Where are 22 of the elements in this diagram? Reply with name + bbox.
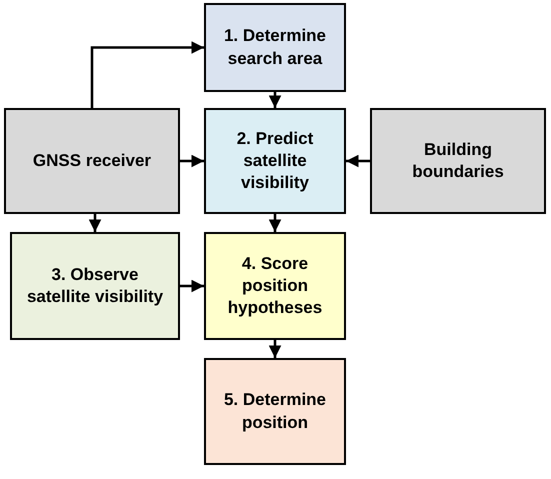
box-label: GNSS receiver (32, 150, 152, 172)
box-label: 2. Predict satellite visibility (236, 128, 314, 194)
box-label: 1. Determine search area (222, 25, 328, 70)
box-label: 4. Score position hypotheses (226, 252, 324, 320)
arrow (346, 154, 370, 168)
arrow (268, 340, 282, 358)
arrow (268, 214, 282, 232)
process-box (204, 358, 346, 465)
arrow (88, 214, 102, 232)
process-box (204, 108, 346, 214)
data-box (370, 108, 546, 214)
process-box (204, 3, 346, 92)
arrow (268, 92, 282, 108)
box-label: 5. Determine position (222, 389, 328, 434)
receiver-box (4, 108, 180, 214)
process-box (204, 232, 346, 340)
arrow (180, 280, 204, 292)
box-label: 3. Observe satellite visibility (26, 264, 164, 308)
box-label: Building boundaries (411, 138, 505, 183)
arrow (180, 154, 204, 168)
process-box (10, 232, 180, 340)
arrow (90, 41, 204, 108)
